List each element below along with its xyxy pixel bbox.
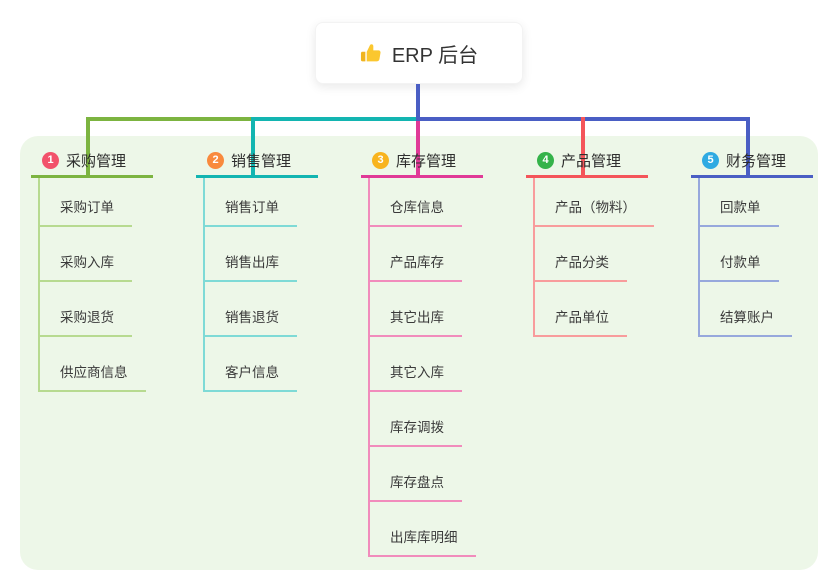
- branch-underline: [361, 175, 483, 178]
- branch-number-badge: 3: [372, 151, 389, 169]
- connector-drop-branch-2: [251, 117, 255, 178]
- branch-header[interactable]: 1 采购管理: [30, 145, 190, 175]
- connector-bus-segment-1: [86, 117, 255, 121]
- branch-item[interactable]: 其它出库: [370, 282, 462, 337]
- branch-item[interactable]: 出库库明细: [370, 502, 476, 557]
- branch-item[interactable]: 库存调拨: [370, 392, 462, 447]
- branch-2: 2 销售管理销售订单销售出库销售退货客户信息: [195, 145, 355, 392]
- branch-header[interactable]: 2 销售管理: [195, 145, 355, 175]
- branch-item[interactable]: 仓库信息: [370, 178, 462, 227]
- branch-item[interactable]: 产品（物料）: [535, 178, 654, 227]
- branch-item[interactable]: 其它入库: [370, 337, 462, 392]
- branch-number-badge: 2: [207, 151, 224, 169]
- branch-item[interactable]: 客户信息: [205, 337, 297, 392]
- branch-title: 产品管理: [561, 152, 622, 170]
- branch-underline: [31, 175, 153, 178]
- branch-items: 回款单付款单结算账户: [698, 178, 792, 337]
- branch-title: 库存管理: [396, 152, 457, 170]
- branch-item[interactable]: 结算账户: [700, 282, 792, 337]
- branch-header[interactable]: 5 财务管理: [690, 145, 839, 175]
- branch-items: 仓库信息产品库存其它出库其它入库库存调拨库存盘点出库库明细: [368, 178, 476, 557]
- branch-item[interactable]: 供应商信息: [40, 337, 146, 392]
- connector-drop-branch-4: [581, 117, 585, 178]
- thumbs-up-icon: [360, 43, 381, 61]
- branch-number-badge: 4: [537, 151, 554, 169]
- branch-underline: [526, 175, 648, 178]
- branch-title: 销售管理: [231, 152, 292, 170]
- branch-4: 4 产品管理产品（物料）产品分类产品单位: [525, 145, 685, 337]
- root-node[interactable]: ERP 后台: [315, 22, 523, 84]
- branch-item[interactable]: 销售退货: [205, 282, 297, 337]
- branch-5: 5 财务管理回款单付款单结算账户: [690, 145, 839, 337]
- branch-title: 采购管理: [66, 152, 127, 170]
- branch-item[interactable]: 产品库存: [370, 227, 462, 282]
- branch-number-badge: 1: [42, 151, 59, 169]
- branch-item[interactable]: 付款单: [700, 227, 779, 282]
- connector-drop-branch-1: [86, 117, 90, 178]
- branch-item[interactable]: 销售订单: [205, 178, 297, 227]
- connector-root-line: [416, 84, 420, 121]
- branch-item[interactable]: 回款单: [700, 178, 779, 227]
- branch-item[interactable]: 采购退货: [40, 282, 132, 337]
- branch-item[interactable]: 产品单位: [535, 282, 627, 337]
- branch-item[interactable]: 产品分类: [535, 227, 627, 282]
- connector-bus-segment-2: [251, 117, 420, 121]
- branch-items: 采购订单采购入库采购退货供应商信息: [38, 178, 146, 392]
- branch-title: 财务管理: [726, 152, 787, 170]
- branch-items: 销售订单销售出库销售退货客户信息: [203, 178, 297, 392]
- branch-item[interactable]: 销售出库: [205, 227, 297, 282]
- branch-number-badge: 5: [702, 151, 719, 169]
- branch-1: 1 采购管理采购订单采购入库采购退货供应商信息: [30, 145, 190, 392]
- branch-underline: [691, 175, 813, 178]
- branch-3: 3 库存管理仓库信息产品库存其它出库其它入库库存调拨库存盘点出库库明细: [360, 145, 520, 557]
- branch-item[interactable]: 采购入库: [40, 227, 132, 282]
- root-label: ERP 后台: [391, 44, 479, 67]
- branch-items: 产品（物料）产品分类产品单位: [533, 178, 654, 337]
- connector-drop-branch-3: [416, 121, 420, 178]
- connector-drop-branch-5: [746, 117, 750, 178]
- branch-header[interactable]: 4 产品管理: [525, 145, 685, 175]
- branch-underline: [196, 175, 318, 178]
- branch-header[interactable]: 3 库存管理: [360, 145, 520, 175]
- branch-item[interactable]: 采购订单: [40, 178, 132, 227]
- branches-panel: [20, 136, 818, 570]
- branch-item[interactable]: 库存盘点: [370, 447, 462, 502]
